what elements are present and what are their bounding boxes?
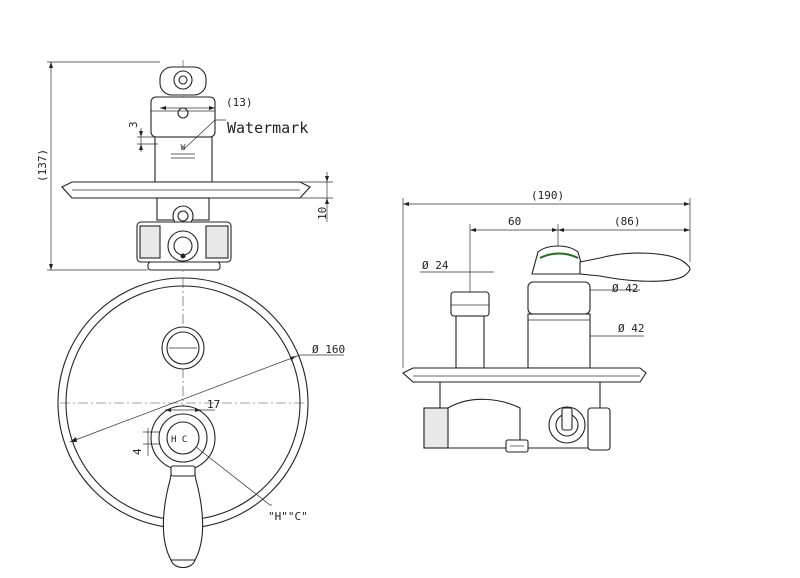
lever-handle <box>162 465 204 569</box>
cover-plate-side <box>61 181 311 199</box>
dim-10-label: 10 <box>316 207 329 220</box>
hc-label: "H""C" <box>268 510 308 523</box>
dim-60-label: 60 <box>508 215 521 228</box>
dim-86-label: (86) <box>614 215 641 228</box>
top-knob <box>159 66 207 96</box>
side-cover-plate <box>402 367 647 383</box>
valve-body <box>136 197 232 271</box>
dim-42b-label: Ø 42 <box>618 322 645 335</box>
handle-hc-text: H C <box>171 435 187 445</box>
watermark-stamp: W <box>181 143 186 152</box>
front-elevation-view: W (13) 3 Watermark 10 <box>36 60 333 272</box>
diverter-knob <box>161 326 205 370</box>
side-handle-assembly <box>527 245 691 369</box>
dim-137-label: (137) <box>36 149 49 182</box>
dim-42a-label: Ø 42 <box>612 282 639 295</box>
handle-rosette: H C <box>150 405 216 471</box>
dim-160-label: Ø 160 <box>312 343 345 356</box>
dim-24-label: Ø 24 <box>422 259 449 272</box>
side-elevation-view: (190) 60 (86) Ø 24 Ø 42 <box>402 189 691 453</box>
diverter-spindle: Ø 24 <box>420 259 494 369</box>
dim-17-label: 17 <box>207 398 220 411</box>
front-plate-view: Ø 160 H C 17 4 "H""C" <box>57 277 345 569</box>
dim-4-label: 4 <box>131 448 144 455</box>
dim-190-label: (190) <box>531 189 564 202</box>
side-valve-body <box>423 381 611 453</box>
dim-13-label: (13) <box>226 96 253 109</box>
watermark-label: Watermark <box>227 119 308 137</box>
dim-3-label: 3 <box>127 121 140 128</box>
cartridge-body: W <box>150 96 216 183</box>
